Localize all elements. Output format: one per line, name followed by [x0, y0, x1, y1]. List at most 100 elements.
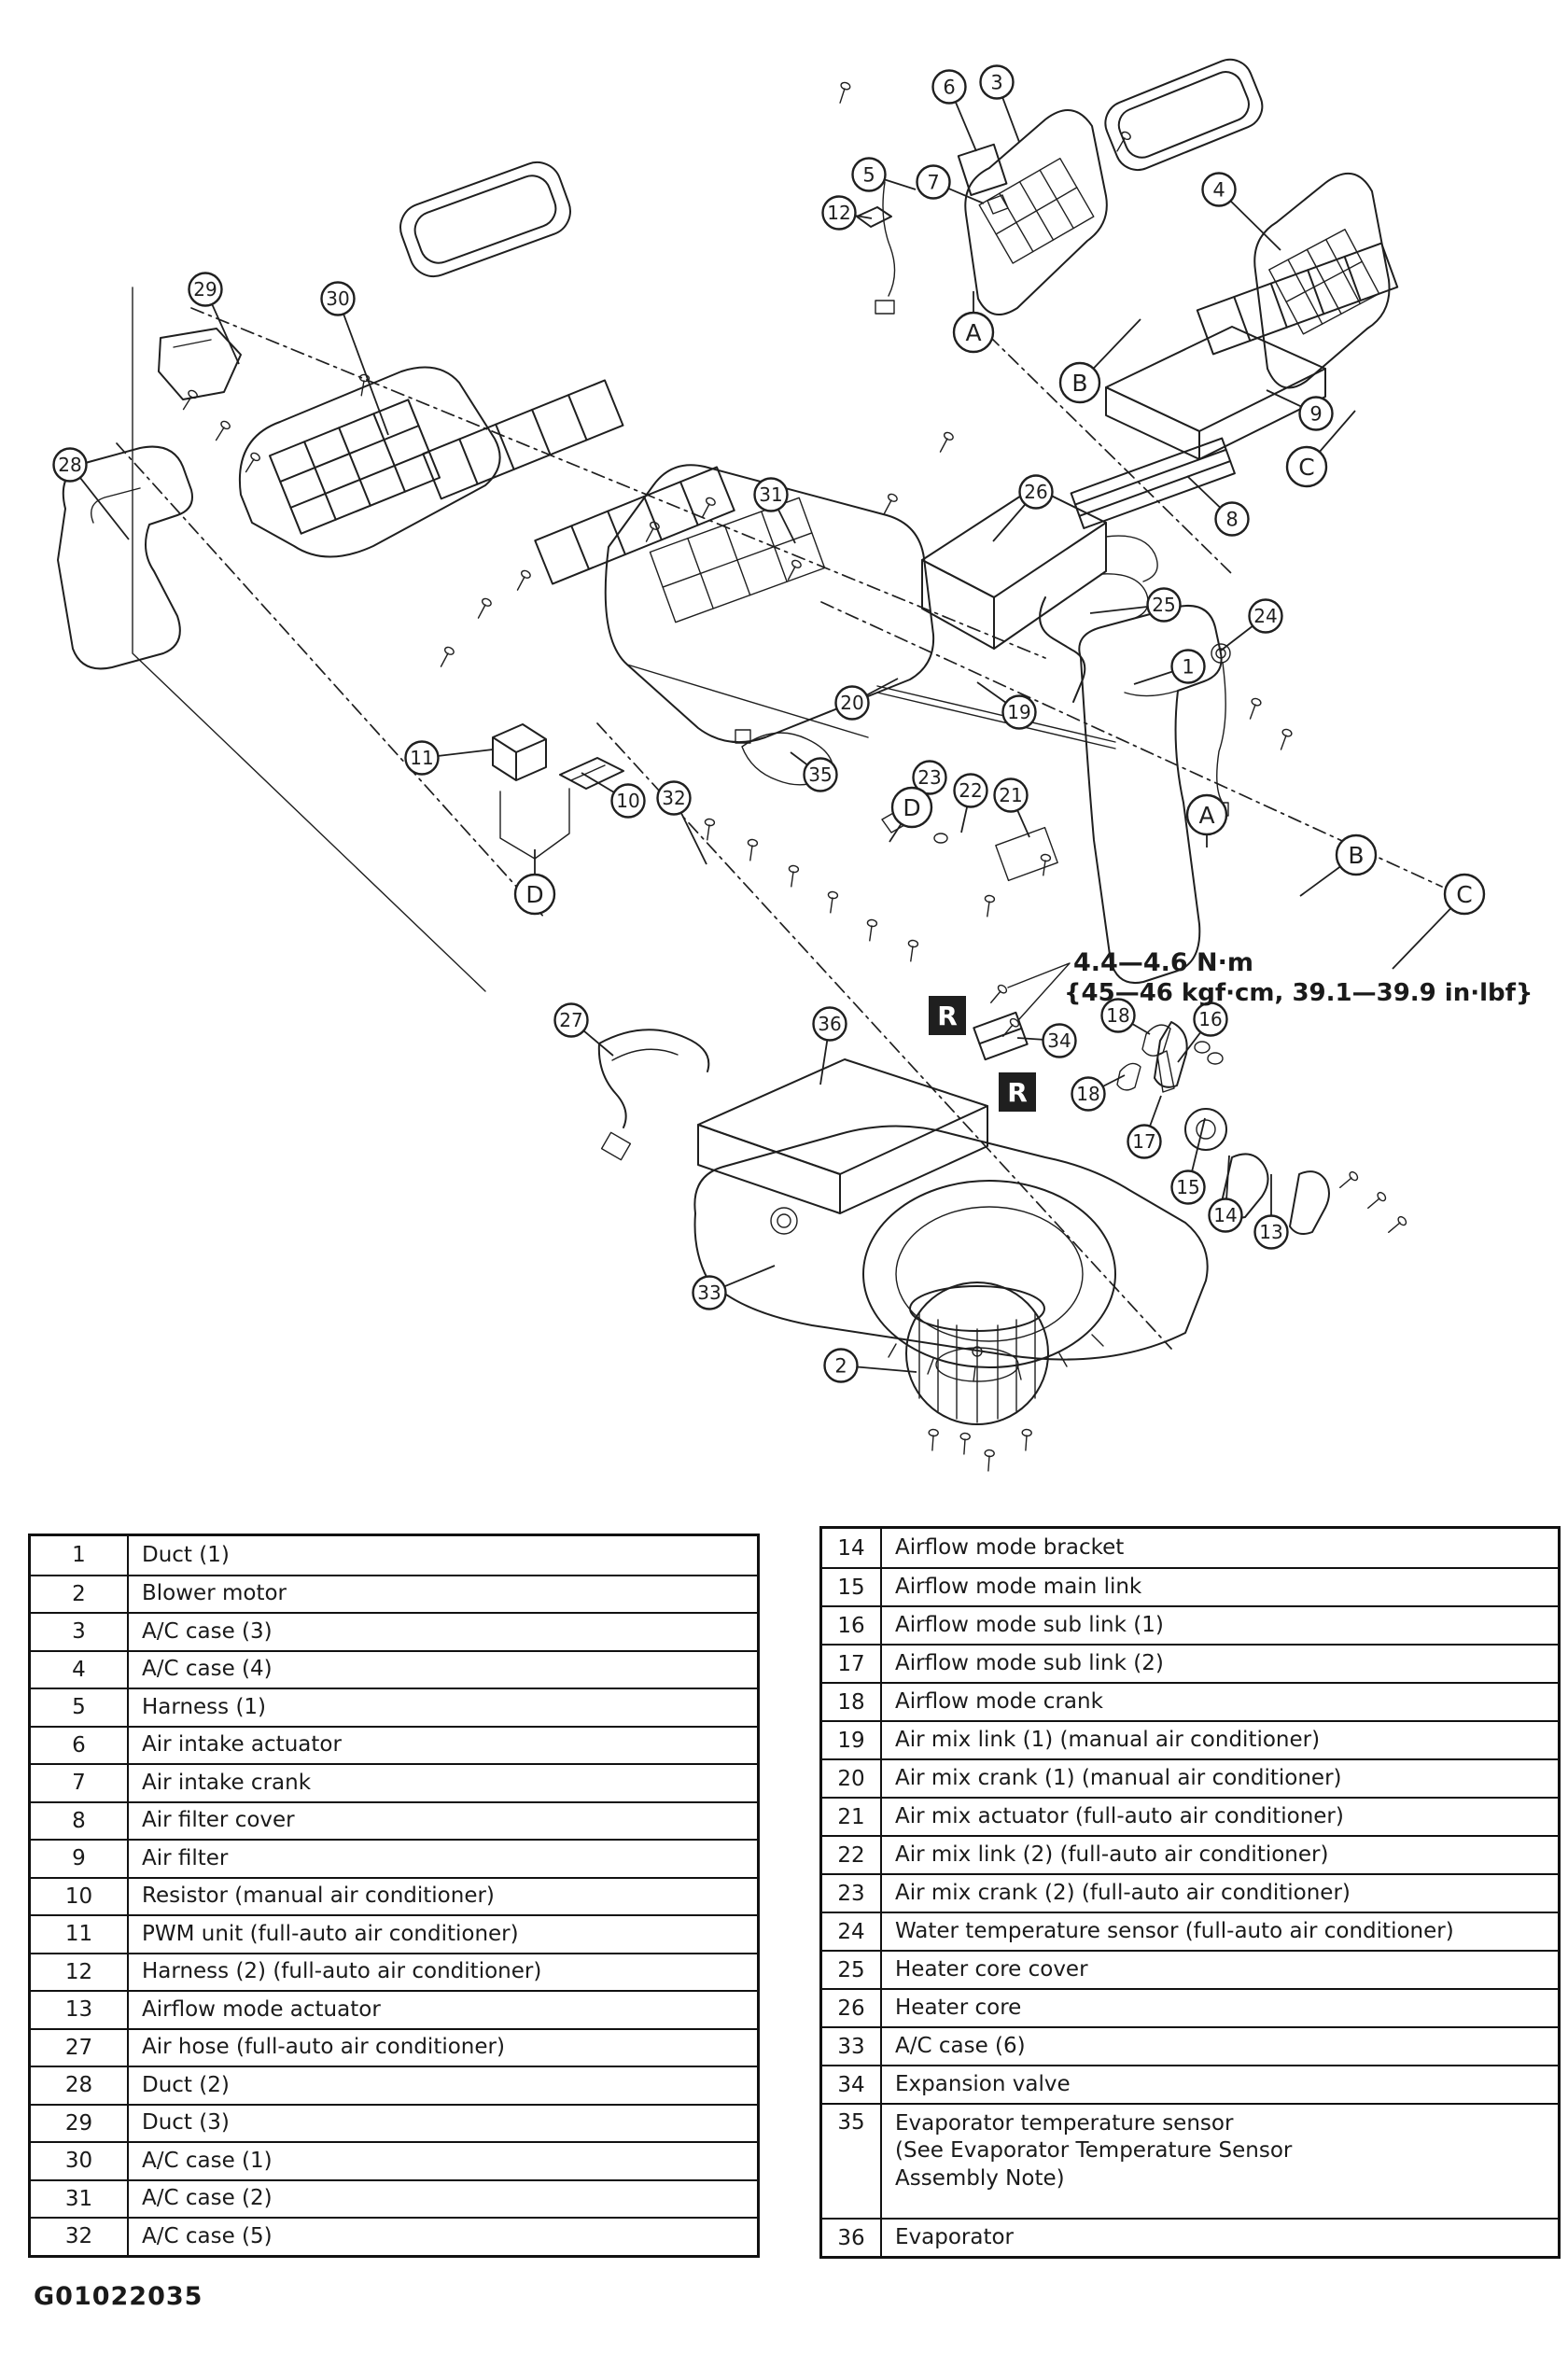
callout-c-12: C — [1285, 445, 1328, 488]
part-name: A/C case (6) — [895, 2033, 1026, 2058]
callout-2-46: 2 — [823, 1348, 859, 1383]
callout-26-14: 26 — [1018, 474, 1054, 510]
part-number: 2 — [31, 1576, 129, 1612]
part-name: Water temperature sensor (full-auto air … — [895, 1918, 1454, 1943]
callout-28-2: 28 — [52, 447, 88, 483]
svg-text:D: D — [525, 881, 543, 908]
part-name: Airflow mode actuator — [142, 1996, 381, 2022]
part-number: 12 — [31, 1954, 129, 1990]
callout-r-35: R — [929, 996, 966, 1035]
parts-table-row-33: 33 A/C case (6) — [822, 2026, 1558, 2065]
svg-text:6: 6 — [943, 77, 955, 99]
callout-22-26: 22 — [953, 773, 988, 808]
part-number: 15 — [822, 1569, 882, 1605]
part-name: Air mix link (2) (full-auto air conditio… — [895, 1842, 1329, 1867]
svg-text:4: 4 — [1212, 179, 1225, 202]
callout-21-27: 21 — [993, 777, 1029, 813]
svg-text:21: 21 — [999, 784, 1022, 806]
part-number: 33 — [822, 2028, 882, 2065]
callout-33-45: 33 — [692, 1275, 727, 1310]
svg-text:16: 16 — [1198, 1008, 1222, 1030]
callout-a-30: A — [1185, 793, 1228, 836]
svg-text:12: 12 — [827, 202, 850, 224]
part-number: 19 — [822, 1722, 882, 1758]
part-number: 5 — [31, 1689, 129, 1726]
part-number: 17 — [822, 1646, 882, 1682]
callout-25-16: 25 — [1146, 587, 1182, 623]
part-name: Air mix crank (1) (manual air conditione… — [895, 1765, 1342, 1790]
svg-text:14: 14 — [1213, 1204, 1237, 1226]
svg-text:1: 1 — [1182, 656, 1194, 679]
part-name: A/C case (3) — [142, 1618, 273, 1644]
part-number: 6 — [31, 1727, 129, 1763]
svg-text:10: 10 — [616, 790, 639, 812]
part-number: 10 — [31, 1878, 129, 1914]
callout-36-34: 36 — [812, 1006, 847, 1042]
part-number: 7 — [31, 1765, 129, 1801]
callout-15-42: 15 — [1170, 1169, 1206, 1205]
svg-text:35: 35 — [808, 763, 832, 786]
svg-text:19: 19 — [1007, 701, 1030, 723]
callout-1-18: 1 — [1170, 649, 1206, 684]
callout-6-3: 6 — [931, 69, 967, 105]
part-name: A/C case (2) — [142, 2186, 273, 2211]
callout-d-28: D — [890, 786, 933, 829]
callout-27-33: 27 — [553, 1002, 589, 1038]
part-name: Air mix actuator (full-auto air conditio… — [895, 1803, 1344, 1828]
part-number: 26 — [822, 1990, 882, 2026]
part-number: 11 — [31, 1916, 129, 1953]
part-name: Duct (2) — [142, 2072, 230, 2097]
parts-table-row-22: 22 Air mix link (2) (full-auto air condit… — [822, 1835, 1558, 1873]
part-name: Heater core — [895, 1995, 1022, 2020]
callout-3-4: 3 — [979, 64, 1015, 100]
svg-text:27: 27 — [559, 1009, 582, 1031]
part-number: 14 — [822, 1529, 882, 1567]
part-name: Air mix crank (2) (full-auto air conditi… — [895, 1880, 1351, 1905]
callout-9-11: 9 — [1298, 396, 1334, 431]
part-name: Evaporator temperature sensor (See Evapo… — [895, 2111, 1293, 2191]
part-number: 22 — [822, 1837, 882, 1873]
svg-text:C: C — [1456, 881, 1472, 908]
svg-text:33: 33 — [697, 1282, 721, 1304]
svg-text:31: 31 — [759, 483, 782, 506]
callout-20-19: 20 — [834, 685, 870, 721]
part-number: 25 — [822, 1952, 882, 1988]
svg-text:B: B — [1348, 842, 1364, 869]
part-number: 4 — [31, 1651, 129, 1688]
parts-table-row-26: 26 Heater core — [822, 1988, 1558, 2026]
callout-34-37: 34 — [1042, 1023, 1077, 1058]
part-name: Air mix link (1) (manual air conditioner… — [895, 1727, 1321, 1752]
svg-text:23: 23 — [917, 766, 941, 789]
callout-23-25: 23 — [912, 760, 947, 795]
svg-text:34: 34 — [1047, 1029, 1071, 1052]
part-number: 34 — [822, 2066, 882, 2103]
callout-12-6: 12 — [821, 195, 857, 231]
part-name: A/C case (4) — [142, 1657, 273, 1682]
callout-30-1: 30 — [320, 281, 356, 316]
part-name: Airflow mode sub link (2) — [895, 1650, 1164, 1675]
part-name: Air hose (full-auto air conditioner) — [142, 2035, 505, 2060]
callout-8-13: 8 — [1214, 501, 1250, 537]
svg-text:5: 5 — [862, 164, 875, 187]
callout-19-20: 19 — [1001, 694, 1037, 730]
part-number: 36 — [822, 2220, 882, 2256]
svg-text:B: B — [1071, 370, 1087, 397]
part-name: A/C case (5) — [142, 2223, 273, 2248]
